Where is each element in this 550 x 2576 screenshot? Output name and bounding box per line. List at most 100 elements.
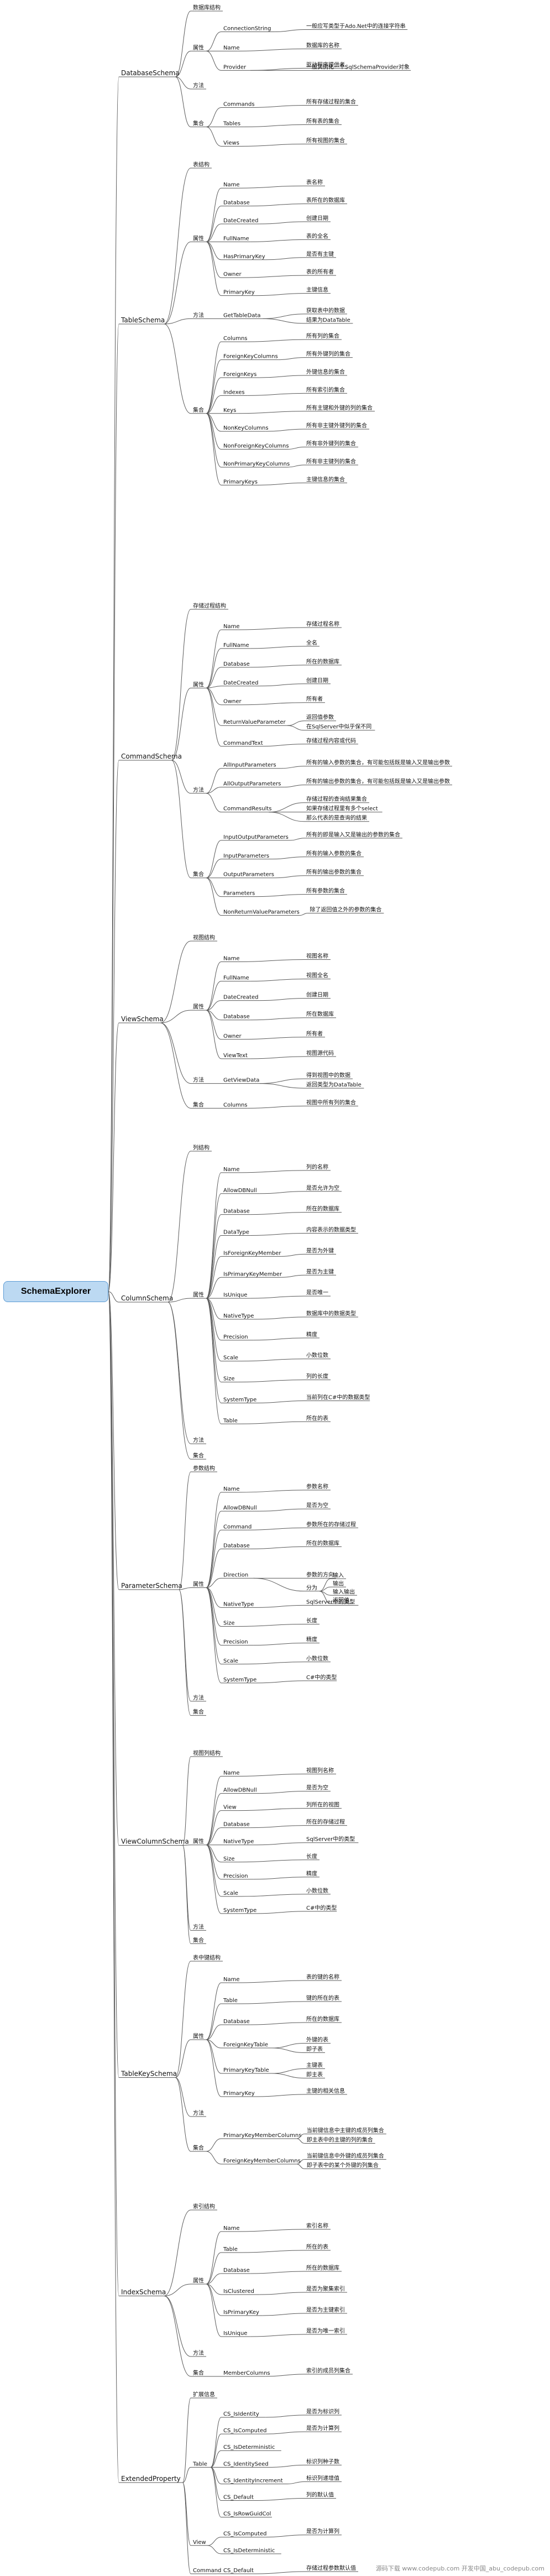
connector-line [175,1961,191,2078]
item-description: C#中的类型 [306,1674,337,1681]
connector-line [263,318,305,324]
schema-node: ExtendedProperty [121,2475,181,2483]
item-description: 是否为主键索引 [306,2306,345,2313]
item-node: Name [223,182,240,188]
connector-line [250,1233,305,1236]
connector-line [206,127,222,147]
connector-line [206,2039,222,2074]
item-node: NativeType [223,1601,254,1607]
connector-line [240,702,305,706]
item-node: Precision [223,1873,248,1879]
connector-line [206,1845,222,1897]
connector-line [206,962,222,1011]
item-note: 主键表 [306,2062,323,2069]
connector-line [182,1845,191,1944]
connector-line [206,1587,222,1627]
section-node: 视图结构 [193,934,215,941]
connector-line [206,395,222,414]
item-node: DateCreated [223,995,258,1001]
connector-line [206,648,222,688]
item-description: 表所在的数据库 [306,197,345,204]
connector-line [240,2001,305,2004]
connector-line [206,1000,222,1011]
item-node: ViewText [223,1053,248,1059]
item-note: 获取表中的数据 [306,307,345,314]
item-node: MemberColumns [223,2370,270,2376]
item-node: Scale [223,1355,238,1361]
connector-line [206,1298,222,1383]
item-note: 如果存储过程里有多个select [306,805,378,812]
item-node: Name [223,1167,240,1173]
item-note: 即子表中的某个外键的列集合 [307,2162,379,2169]
connector-line [175,76,191,90]
connector-line [253,1877,305,1880]
item-node: Name [223,956,240,962]
item-description: 是否唯一 [306,1289,328,1296]
connector-line [253,1337,305,1341]
item-description: 所在的数据库 [306,2264,339,2271]
connector-line [256,1316,305,1320]
item-note: 外键的表 [306,2036,328,2044]
connector-line [182,2397,191,2483]
connector-line [206,1277,222,1299]
group-node: View [193,2540,206,2546]
connector-line [206,187,222,242]
connector-line [238,1859,305,1863]
item-description: 一般应写类型于Ado.Net中的连接字符串 [306,22,406,29]
connector-line [238,1490,305,1493]
connector-line [182,2482,191,2546]
item-node: Direction [223,1572,248,1578]
item-node: Views [223,140,239,146]
item-node: IsClustered [223,2288,254,2295]
item-description: 所有存储过程的集合 [306,98,356,106]
item-description: 小数位数 [306,1352,328,1359]
connector-line [253,1577,305,1592]
connector-line [256,1400,305,1403]
connector-line [238,411,305,414]
connector-line [206,1235,222,1299]
item-node: Database [223,661,250,667]
connector-line [271,2068,305,2074]
item-node: CS_IsDeterministic [223,2548,275,2554]
connector-line [206,107,222,128]
item-node: Table [223,1998,238,2004]
group-node: 集合 [193,2369,204,2376]
item-node: ForeignKeyTable [223,2042,268,2048]
group-node: 方法 [193,2349,204,2356]
connector-line [269,812,305,822]
connector-line [206,1845,222,1914]
section-node: 视图列结构 [193,1749,221,1757]
connector-line [108,1291,119,2483]
sub-item: 输入 [333,1571,344,1579]
connector-line [164,318,191,325]
schema-node: IndexSchema [121,2288,166,2296]
item-description: 所有非外键列的集合 [306,440,356,447]
connector-line [206,1982,222,2040]
connector-line [108,1291,119,2078]
item-description: 所有者 [306,1030,323,1037]
connector-line [207,2545,222,2554]
item-description: SqlServer中的类型 [306,1836,355,1843]
item-description: 参数名称 [306,1483,328,1490]
item-description: 所有主键和外键的列的集合 [306,404,373,411]
connector-line [206,2039,222,2097]
item-description: 标识列种子数 [306,2458,339,2465]
connector-line [167,1298,191,1303]
item-description: 是否为标识列 [306,2408,339,2415]
item-node: IsForeignKeyMember [223,1250,281,1256]
item-node: SystemType [223,1397,256,1403]
item-node: IsPrimaryKeyMember [223,1271,282,1277]
connector-line [206,413,222,485]
connector-line [275,29,305,32]
item-description: 主键信息 [306,286,328,294]
root-node[interactable]: SchemaExplorer [3,1281,108,1302]
item-node: ForeignKeyColumns [223,354,278,360]
connector-line [171,687,191,761]
item-description: 视图中所有列的集合 [306,1099,356,1106]
connector-line [206,1298,222,1424]
connector-line [206,793,222,813]
item-node: Name [223,1770,240,1776]
connector-line [167,1302,191,1444]
group-node: 属性 [193,2277,204,2284]
connector-line [250,979,305,982]
